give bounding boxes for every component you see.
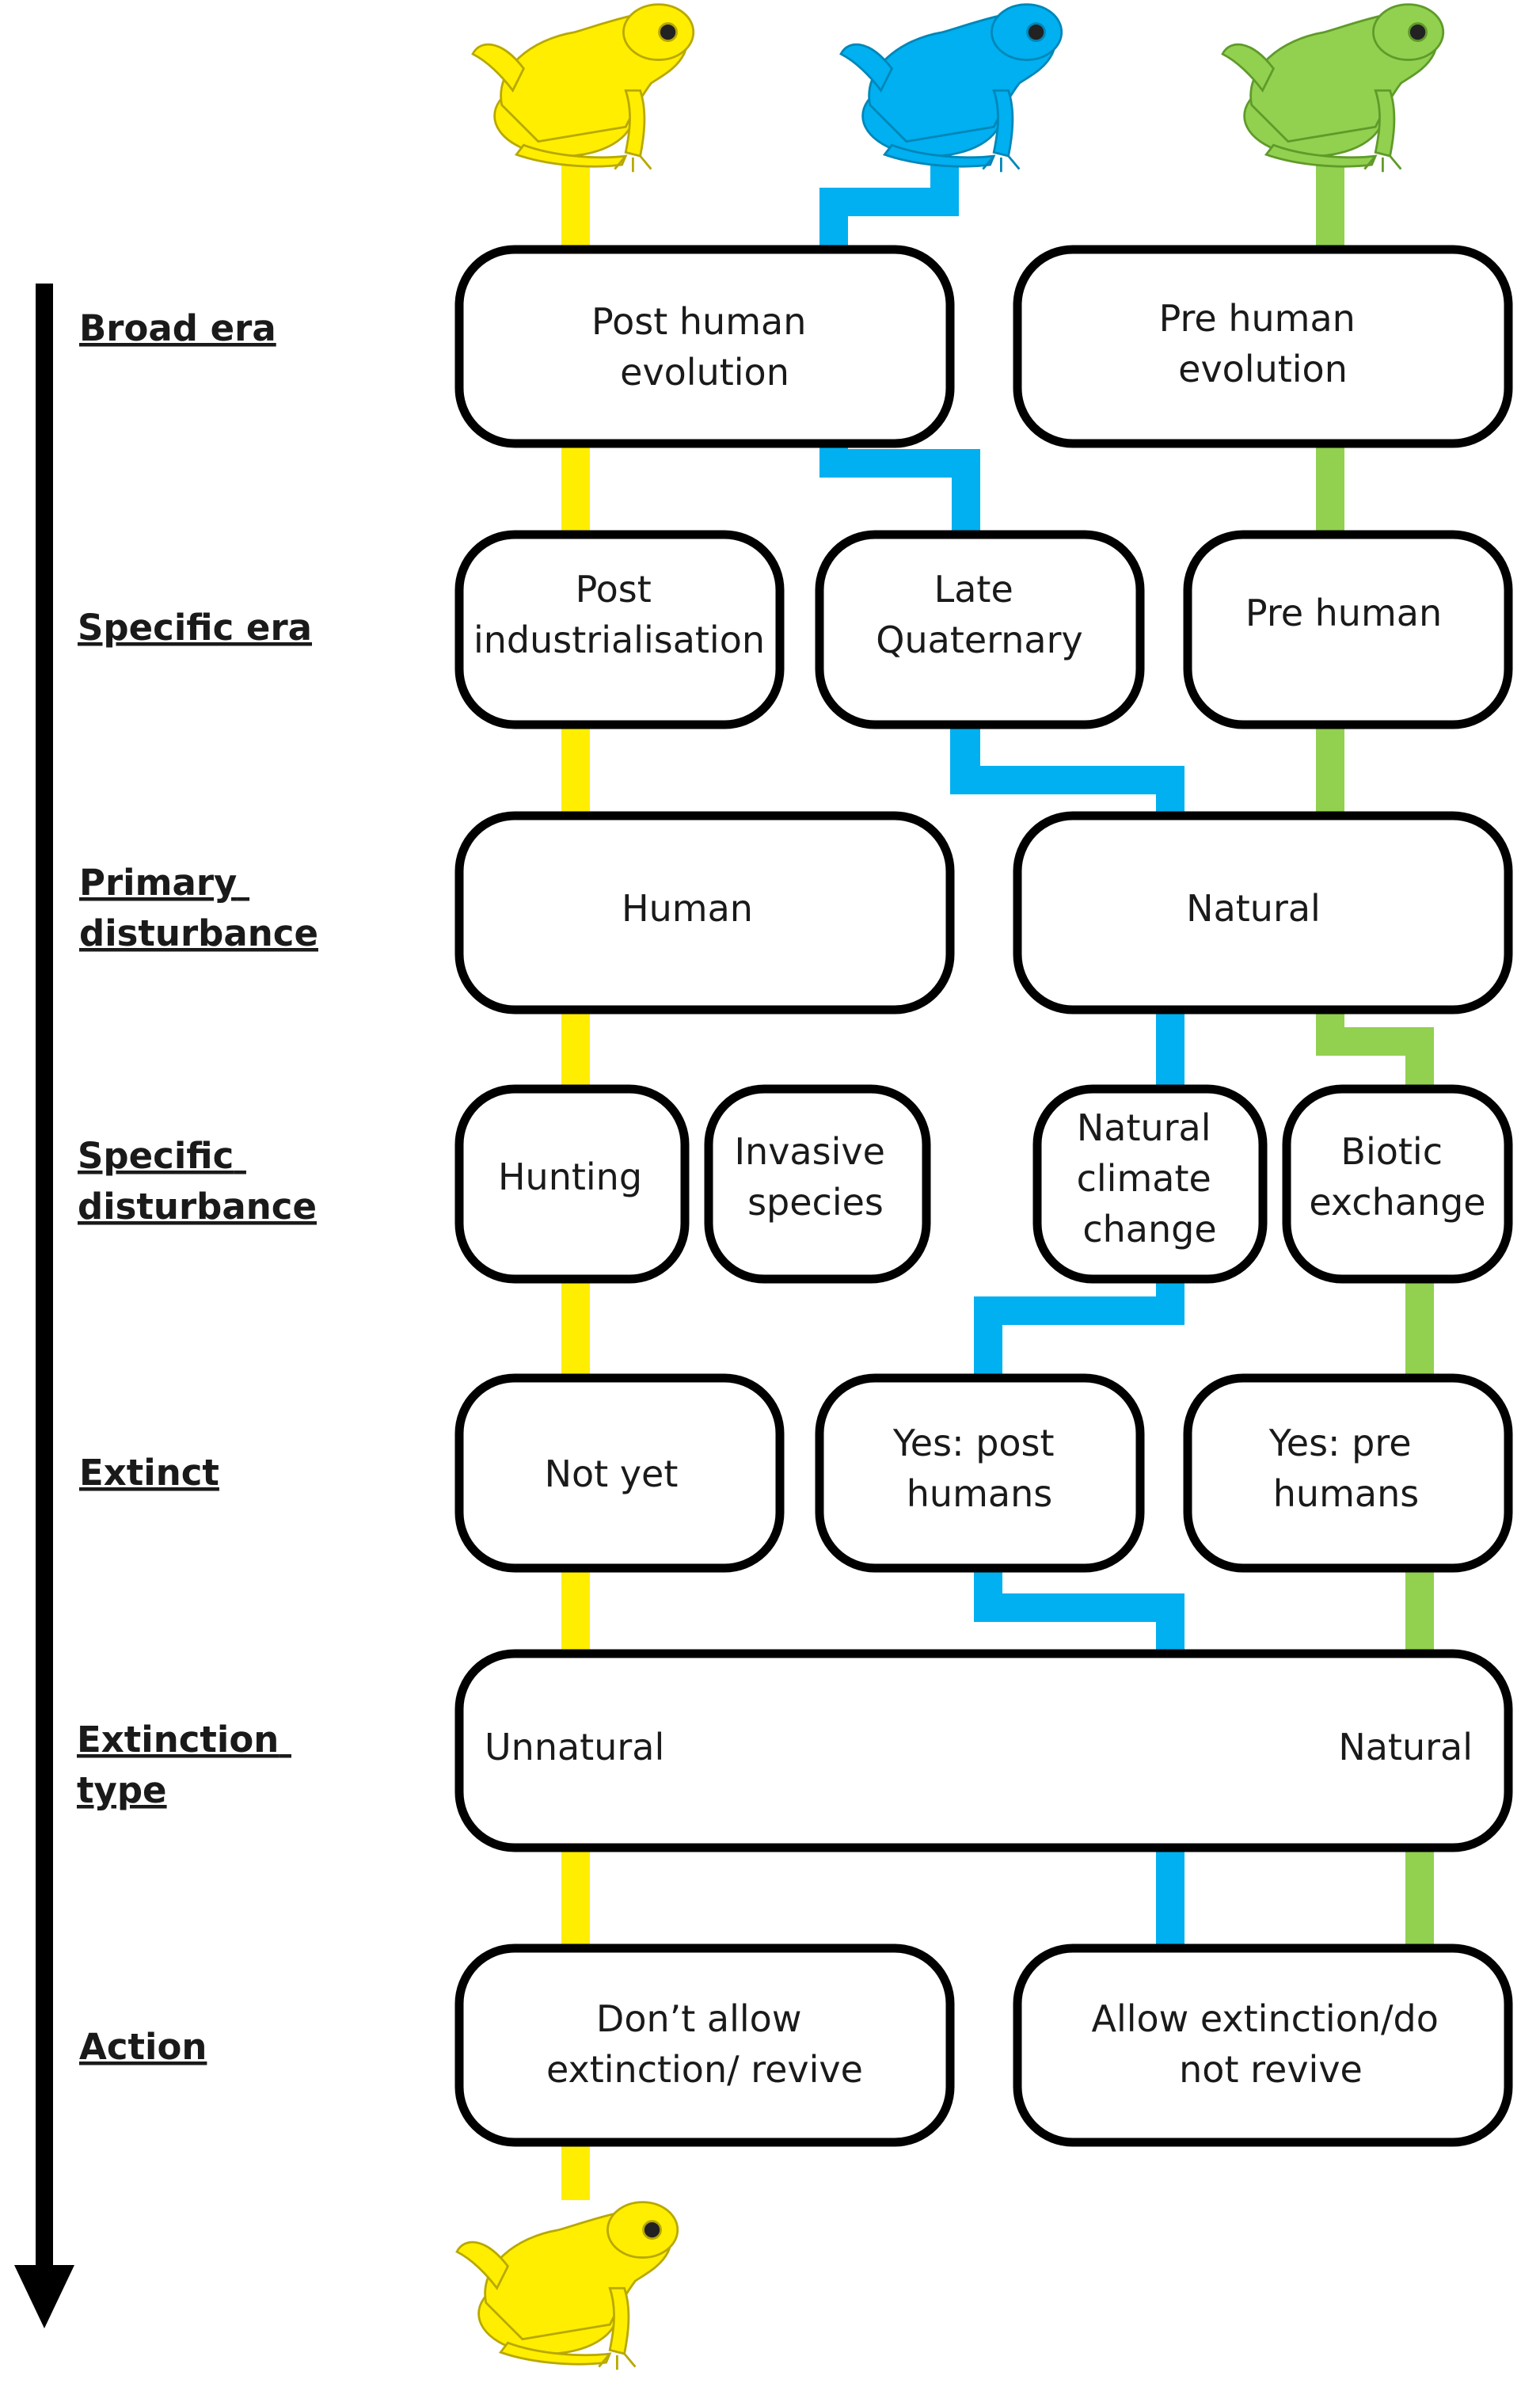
timeline-arrow [14, 284, 74, 2328]
frog-eye [1408, 22, 1428, 43]
label-dont-allow-extinction: Don’t allow extinction/ revive [546, 1997, 863, 2091]
box-post-industrialisation [454, 530, 785, 729]
label-allow-extinction: Allow extinction/do not revive [1092, 1997, 1451, 2091]
row-label-specific-era: Specific era [78, 607, 312, 649]
box-human [454, 811, 955, 1015]
box-extinction-type [454, 1649, 1513, 1852]
label-pre-human-evolution: Pre human evolution [1159, 297, 1367, 390]
label-yes-post-humans: Yes: post humans [892, 1422, 1066, 1515]
box-allow-extinction [1013, 1943, 1513, 2147]
arrow-shaft [36, 284, 53, 2279]
row-label-primary-disturbance: Primary disturbance [79, 862, 318, 954]
box-dont-allow-extinction [454, 1943, 955, 2147]
frog-icon-blue [839, 3, 1063, 173]
label-natural-climate-change: Natural climate change [1077, 1106, 1223, 1251]
label-not-yet: Not yet [545, 1452, 679, 1495]
label-pre-human: Pre human [1245, 592, 1442, 634]
frog-icon-green [1221, 3, 1445, 173]
label-human: Human [622, 887, 753, 930]
box-post-human-evolution [454, 245, 955, 448]
frog-eye [642, 2220, 662, 2240]
label-post-human-evolution: Post human evolution [591, 300, 818, 394]
label-hunting: Hunting [498, 1155, 642, 1198]
row-label-action: Action [79, 2026, 207, 2068]
frog-eye [1026, 22, 1046, 43]
label-biotic-exchange: Biotic exchange [1309, 1130, 1485, 1224]
row-label-extinction-type: Extinction type [77, 1719, 291, 1811]
box-hunting [454, 1084, 690, 1284]
arrow-head [14, 2265, 74, 2328]
row-labels: Broad era Specific era Primary disturban… [77, 307, 318, 2068]
box-natural [1013, 811, 1513, 1015]
label-post-industrialisation: Post industrialisation [473, 568, 765, 661]
decision-boxes: Post human evolution Pre human evolution… [454, 245, 1513, 2147]
frog-icon-yellow-bottom [455, 2201, 679, 2371]
box-biotic-exchange [1282, 1084, 1513, 1284]
label-extinction-type-unnatural: Unnatural [485, 1726, 664, 1768]
label-invasive-species: Invasive species [734, 1130, 896, 1224]
row-label-extinct: Extinct [79, 1452, 219, 1494]
frog-eye [658, 22, 678, 43]
box-invasive-species [704, 1084, 931, 1284]
box-natural-climate-change [1032, 1084, 1268, 1284]
box-yes-post-humans [815, 1373, 1145, 1573]
label-extinction-type-natural: Natural [1338, 1726, 1473, 1768]
label-late-quaternary: Late Quaternary [876, 568, 1082, 661]
row-label-broad-era: Broad era [79, 307, 276, 349]
row-label-specific-disturbance: Specific disturbance [78, 1135, 317, 1228]
box-late-quaternary [815, 530, 1145, 729]
label-natural: Natural [1186, 887, 1321, 930]
box-not-yet [454, 1373, 785, 1573]
box-pre-human [1183, 530, 1513, 729]
label-yes-pre-humans: Yes: pre humans [1268, 1422, 1423, 1515]
box-pre-human-evolution [1013, 245, 1513, 448]
frog-icon-yellow [471, 3, 695, 173]
box-yes-pre-humans [1183, 1373, 1513, 1573]
